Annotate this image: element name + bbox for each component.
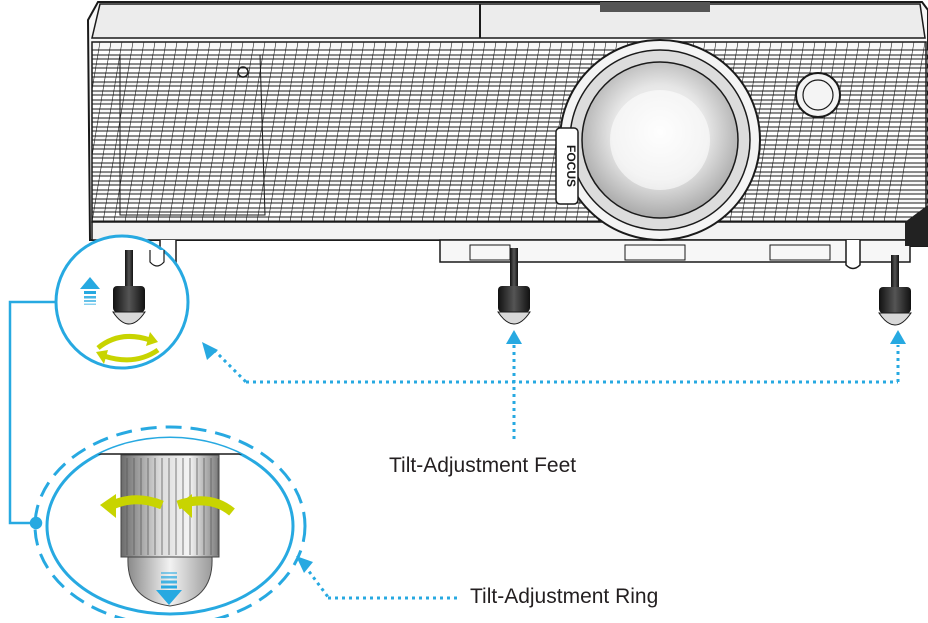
- grille-hatch: [465, 42, 497, 222]
- grille-hatch: [520, 42, 552, 222]
- ring-leader-line: [296, 556, 460, 600]
- grille-hatch: [333, 42, 365, 222]
- grille-hatch: [894, 42, 926, 222]
- grille-hatch: [146, 42, 178, 222]
- grille-hatch: [828, 42, 860, 222]
- feet-label: Tilt-Adjustment Feet: [389, 454, 577, 477]
- grille-slat: [92, 175, 928, 182]
- grille-hatch: [366, 42, 398, 222]
- grille-hatch: [454, 42, 486, 222]
- grille-hatch: [234, 42, 266, 222]
- grille-hatch: [762, 42, 794, 222]
- grille-hatch: [773, 42, 805, 222]
- grille-hatch: [92, 42, 101, 92]
- grille-slat: [92, 202, 928, 209]
- grille-slat: [92, 103, 928, 110]
- lens: FOCUS: [555, 39, 761, 241]
- grille-slat: [92, 139, 928, 146]
- grille-slat: [92, 184, 928, 191]
- grille-hatch: [92, 42, 123, 222]
- down-arrow-icon: [156, 572, 182, 605]
- grille-hatch: [399, 42, 431, 222]
- grille-hatch: [278, 42, 310, 222]
- grille-hatch: [322, 42, 354, 222]
- projector-body: [86, 1, 928, 270]
- grille-hatch: [179, 42, 211, 222]
- grille-hatch: [850, 42, 882, 222]
- grille-hatch: [377, 42, 409, 222]
- grille-hatch: [751, 42, 783, 222]
- grille-slat: [92, 157, 928, 164]
- grille-hatch: [421, 42, 453, 222]
- grille-hatch: [113, 42, 145, 222]
- foot-left-callout: [54, 234, 190, 370]
- grille-hatch: [256, 42, 288, 222]
- grille-hatch: [487, 42, 519, 222]
- grille-hatch: [839, 42, 871, 222]
- grille-hatch: [289, 42, 321, 222]
- grille-hatch: [267, 42, 299, 222]
- grille-hatch: [311, 42, 343, 222]
- up-arrow-icon: [80, 277, 100, 305]
- grille-hatch: [157, 42, 189, 222]
- grille-hatch: [432, 42, 464, 222]
- grille-hatch: [223, 42, 255, 222]
- grille-slat: [92, 193, 928, 200]
- foot-center: [497, 248, 531, 325]
- ring-zoom-callout: [33, 425, 307, 623]
- grille-slat: [92, 148, 928, 155]
- grille-slat: [92, 112, 928, 119]
- grille-hatch: [806, 42, 838, 222]
- grille-slat: [92, 121, 928, 128]
- grille-hatch: [355, 42, 387, 222]
- focus-label: FOCUS: [564, 145, 578, 187]
- grille-slat: [92, 76, 928, 83]
- arrowhead-right-foot: [890, 330, 906, 344]
- callout-connector: [8, 300, 56, 530]
- grille-hatch: [190, 42, 222, 222]
- grille-hatch: [498, 42, 530, 222]
- grille-hatch: [124, 42, 156, 222]
- grille-hatch: [201, 42, 233, 222]
- focus-ring-label: FOCUS: [555, 127, 579, 205]
- grille-slat: [92, 67, 928, 74]
- grille-slat: [92, 58, 928, 65]
- grille-hatch: [388, 42, 420, 222]
- grille-slat: [92, 211, 928, 218]
- arrowhead-center-foot: [506, 330, 522, 344]
- grille-hatch: [443, 42, 475, 222]
- grille-hatch: [300, 42, 332, 222]
- rotate-left-icon: [100, 494, 164, 518]
- grille-slat: [92, 94, 928, 101]
- grille-hatch: [92, 42, 112, 158]
- grille-hatch: [883, 42, 915, 222]
- grille-hatch: [135, 42, 167, 222]
- grille-hatch: [245, 42, 277, 222]
- grille-hatch: [168, 42, 200, 222]
- grille-hatch: [861, 42, 893, 222]
- grille-slat: [92, 166, 928, 173]
- grille-hatch: [410, 42, 442, 222]
- grille-hatch: [795, 42, 827, 222]
- grille-hatch: [784, 42, 816, 222]
- ring-label: Tilt-Adjustment Ring: [470, 585, 659, 608]
- arrowhead-left-foot: [202, 342, 218, 360]
- grille-hatch: [476, 42, 508, 222]
- grille-hatch: [817, 42, 849, 222]
- feet-leader-lines: [212, 345, 900, 440]
- grille-hatch: [102, 42, 134, 222]
- rotate-right-icon: [176, 494, 235, 518]
- rotate-icon: [96, 332, 160, 364]
- grille-hatch: [531, 42, 563, 222]
- grille-slat: [92, 130, 928, 137]
- grille-hatch: [344, 42, 376, 222]
- grille-hatch: [509, 42, 541, 222]
- vent-grille: [92, 42, 928, 222]
- foot-right: [878, 255, 912, 326]
- grille-slat: [92, 49, 928, 56]
- grille-hatch: [872, 42, 904, 222]
